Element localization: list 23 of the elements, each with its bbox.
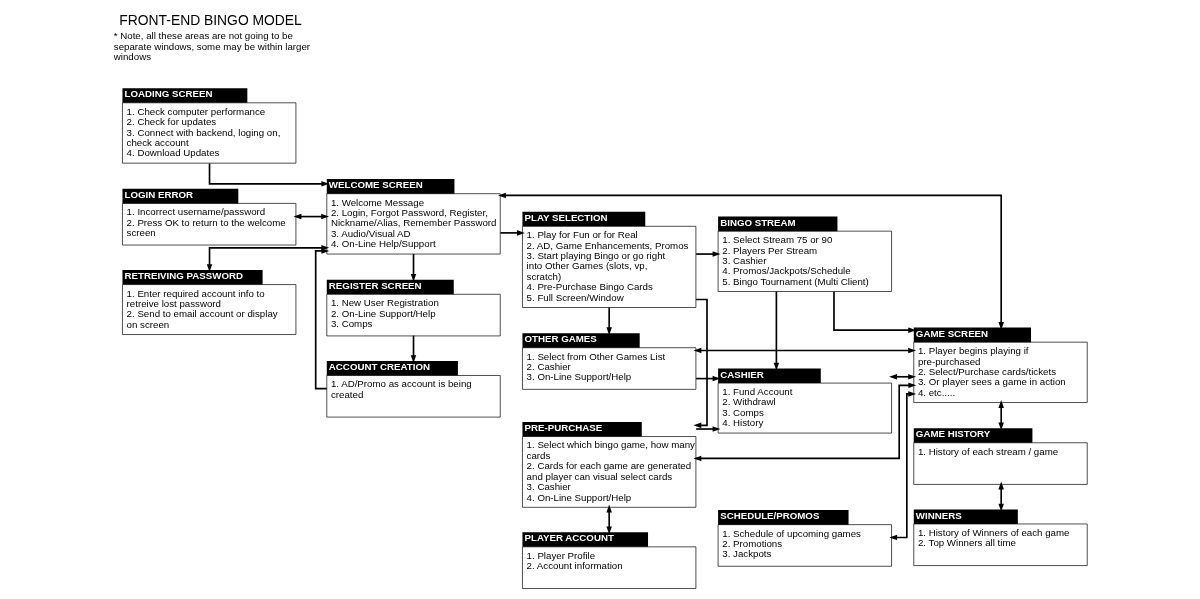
arrow xyxy=(605,306,612,336)
arrow xyxy=(410,253,416,282)
diagram-title: FRONT-END BINGO MODEL xyxy=(118,11,302,28)
arrow xyxy=(499,230,525,236)
arrow xyxy=(694,426,720,432)
arrow xyxy=(208,162,329,187)
arrow xyxy=(692,382,916,462)
arrow xyxy=(997,481,1004,512)
arrow xyxy=(605,504,612,535)
arrow xyxy=(773,290,779,371)
arrow xyxy=(410,334,416,364)
arrow xyxy=(832,290,916,333)
arrow xyxy=(293,213,329,220)
arrow xyxy=(497,192,1004,330)
arrow xyxy=(694,251,720,257)
arrow xyxy=(693,347,916,354)
arrow xyxy=(888,391,916,541)
arrow xyxy=(692,298,708,429)
label: * Note, all these areas are not going to be separate windows, some may be within larger windows xyxy=(113,30,310,63)
arrow xyxy=(206,245,329,273)
arrow xyxy=(997,400,1004,431)
arrow xyxy=(314,248,329,390)
arrow xyxy=(888,374,916,380)
